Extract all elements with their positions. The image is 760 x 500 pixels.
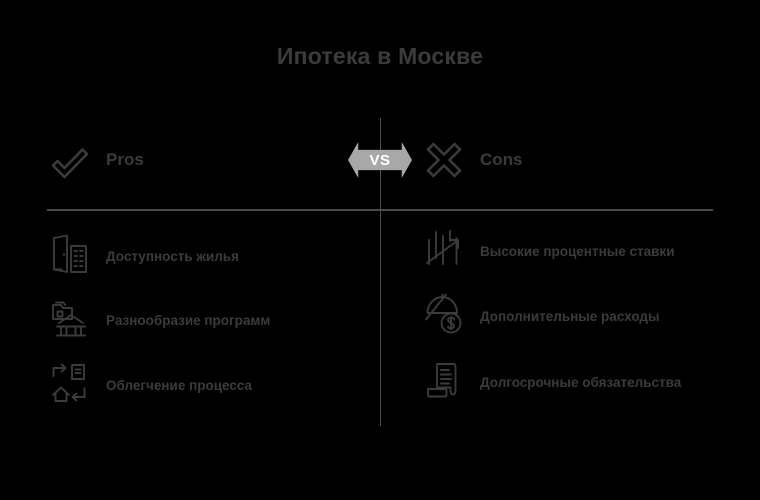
bank-folder-icon xyxy=(50,297,90,344)
pros-list-item: Облегчение процесса xyxy=(50,362,350,409)
vs-badge-label: VS xyxy=(369,151,391,169)
vertical-divider xyxy=(380,118,381,426)
pros-item-label: Разнообразие программ xyxy=(106,312,271,328)
cons-item-label: Дополнительные расходы xyxy=(480,308,660,324)
cons-list-item: Высокие процентные ставки xyxy=(424,228,724,275)
pros-column-header: Pros xyxy=(48,138,144,182)
crossed-umbrella-dollar-icon xyxy=(424,293,464,340)
cons-list-item: Дополнительные расходы xyxy=(424,293,724,340)
cross-x-icon xyxy=(422,138,466,182)
cons-column-header: Cons xyxy=(422,138,523,182)
cons-header-label: Cons xyxy=(480,150,523,169)
horizontal-divider xyxy=(47,209,713,211)
pros-item-label: Облегчение процесса xyxy=(106,377,253,393)
cons-list-item: Долгосрочные обязательства xyxy=(424,359,724,406)
checkmark-icon xyxy=(48,138,92,182)
house-document-exchange-icon xyxy=(50,362,90,409)
pros-item-label: Доступность жилья xyxy=(106,248,239,264)
cons-item-label: Долгосрочные обязательства xyxy=(480,374,682,390)
page-title: Ипотека в Москве xyxy=(276,43,484,69)
pros-list-item: Разнообразие программ xyxy=(50,297,350,344)
rising-chart-icon xyxy=(424,228,464,275)
contract-document-icon xyxy=(424,359,464,406)
cons-item-label: Высокие процентные ставки xyxy=(480,243,675,259)
door-building-icon xyxy=(50,233,90,280)
pros-header-label: Pros xyxy=(106,150,144,169)
pros-list-item: Доступность жилья xyxy=(50,233,350,280)
